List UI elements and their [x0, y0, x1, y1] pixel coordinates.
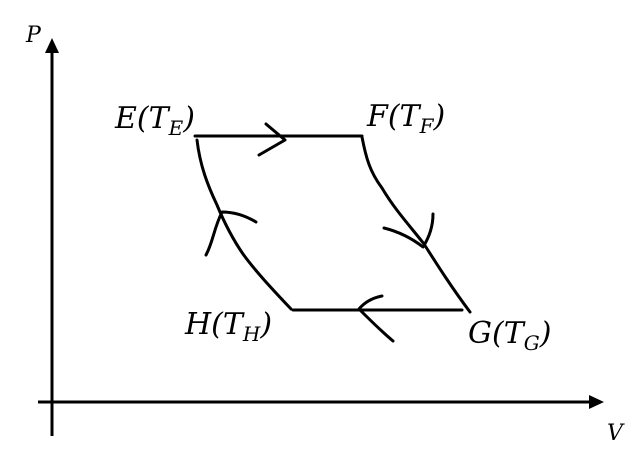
x-axis-label: V: [607, 421, 625, 446]
arrow-left-icon: [357, 294, 395, 343]
y-axis-label: P: [25, 23, 42, 48]
arrow-right-icon: [257, 122, 287, 157]
cycle-path: [193, 134, 472, 314]
axes: [38, 38, 604, 436]
point-label-e: E(TE): [114, 101, 195, 140]
arrow-down-icon: [382, 212, 435, 249]
x-axis-arrowhead: [589, 395, 604, 409]
process-h-to-e: [195, 138, 293, 311]
y-axis-arrowhead: [45, 38, 59, 53]
direction-arrows: [204, 122, 435, 343]
arrow-up-icon: [204, 210, 258, 257]
point-label-h: H(TH): [184, 307, 272, 346]
point-label-f: F(TF): [366, 99, 445, 138]
point-label-g: G(TG): [468, 316, 551, 355]
process-f-to-g: [360, 135, 472, 314]
